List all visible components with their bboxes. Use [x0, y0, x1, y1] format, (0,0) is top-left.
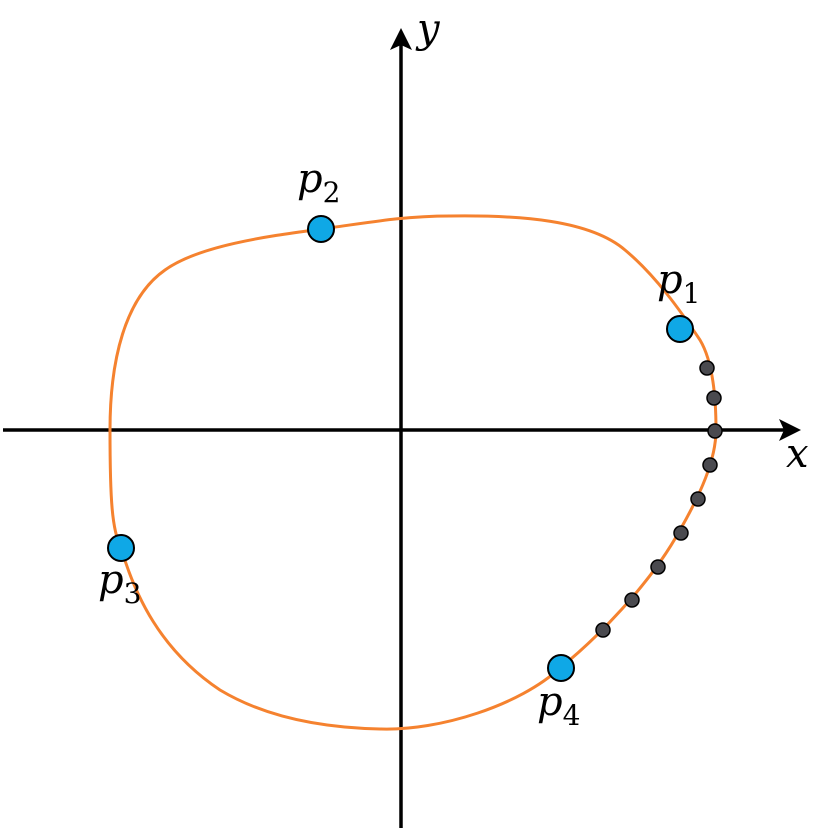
sample-point [702, 457, 718, 473]
label-p1: p1 [657, 257, 700, 310]
sample-point [699, 360, 715, 376]
sample-point [673, 525, 689, 541]
sample-point [706, 390, 722, 406]
key-points [107, 215, 694, 682]
label-p2: p2 [297, 156, 340, 209]
label-p3: p3 [98, 557, 141, 610]
point-p2 [307, 215, 335, 243]
y-axis-label: y [415, 6, 441, 52]
point-p4 [547, 654, 575, 682]
closed-curve [108, 214, 718, 731]
sample-point [650, 559, 666, 575]
sample-point [624, 592, 640, 608]
x-axis-arrow-icon [779, 419, 801, 441]
axes: x y [3, 6, 809, 828]
sample-point [595, 622, 611, 638]
sample-point [707, 423, 723, 439]
point-p1 [666, 315, 694, 343]
x-axis-label: x [786, 431, 809, 477]
y-axis-arrow-icon [390, 28, 412, 50]
sample-points [595, 360, 723, 638]
sample-point [690, 491, 706, 507]
point-p3 [107, 534, 135, 562]
point-labels: p1 p2 p3 p4 [98, 156, 700, 732]
label-p4: p4 [537, 679, 580, 732]
